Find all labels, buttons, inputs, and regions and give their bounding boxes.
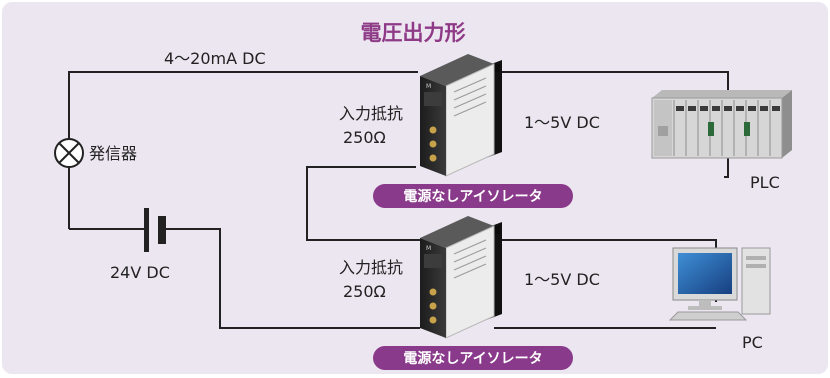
transmitter-label: 発信器	[89, 144, 137, 163]
resistor-bottom-label-1: 入力抵抗	[339, 258, 403, 277]
isolator-badge-bottom: 電源なしアイソレータ	[373, 346, 573, 370]
isolator-badge-bottom-text: 電源なしアイソレータ	[403, 350, 542, 367]
isolator-device-bottom: M	[420, 216, 502, 339]
plc-rack	[651, 90, 792, 159]
isolator-badge-top-text: 電源なしアイソレータ	[403, 188, 542, 205]
output-bottom-label: 1～5V DC	[524, 270, 600, 289]
resistor-top-label-1: 入力抵抗	[339, 104, 403, 123]
diagram-panel: 電圧出力形 発信器 24V DC 4～20mA DC 入力抵抗 250Ω 1～5…	[2, 2, 828, 374]
wire-device-link	[306, 166, 420, 241]
resistor-bottom-label-2: 250Ω	[343, 282, 386, 301]
pc-label: PC	[742, 333, 763, 352]
svg-text:M: M	[426, 245, 431, 252]
pc-computer	[668, 247, 771, 321]
plc-label: PLC	[750, 173, 780, 192]
resistor-top-label-2: 250Ω	[343, 128, 386, 147]
isolator-device-top: M	[420, 54, 502, 177]
wiring-diagram: 電圧出力形 発信器 24V DC 4～20mA DC 入力抵抗 250Ω 1～5…	[2, 2, 828, 374]
svg-text:M: M	[426, 83, 431, 90]
isolator-badge-top: 電源なしアイソレータ	[373, 184, 573, 208]
diagram-title: 電圧出力形	[361, 21, 466, 45]
lamp-icon	[54, 138, 84, 168]
wire-battery-to-bottom-device	[166, 228, 420, 329]
current-loop-label: 4～20mA DC	[164, 49, 266, 68]
battery-icon	[144, 208, 166, 252]
output-top-label: 1～5V DC	[524, 113, 600, 132]
power-supply-label: 24V DC	[110, 263, 170, 282]
wire-top-left	[68, 71, 418, 139]
